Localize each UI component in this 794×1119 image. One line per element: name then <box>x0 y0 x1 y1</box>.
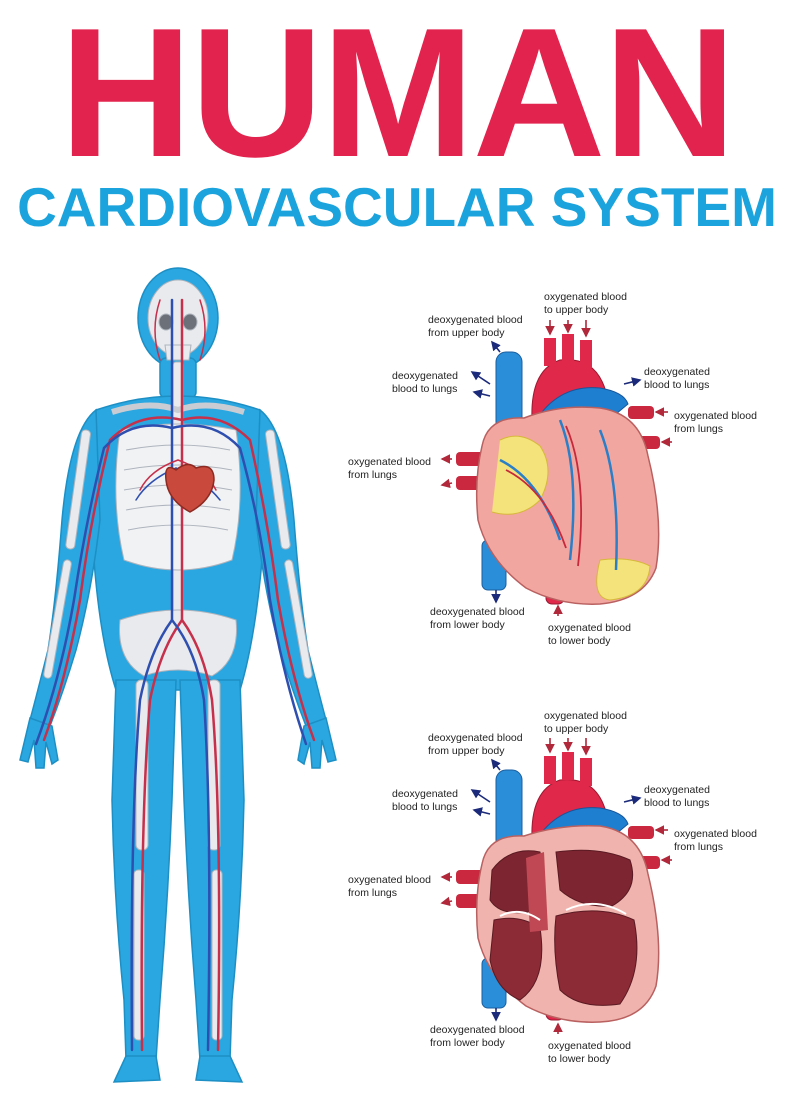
int-label-oxy-lower: oxygenated blood to lower body <box>548 1040 631 1066</box>
blood-vessels <box>34 298 316 1052</box>
label-line: oxygenated blood <box>348 874 431 886</box>
label-line: to upper body <box>544 304 609 316</box>
label-line: from lungs <box>674 423 724 435</box>
label-line: blood to lungs <box>644 379 710 391</box>
int-label-deoxy-upper: deoxygenated blood from upper body <box>428 732 523 758</box>
label-line: from lower body <box>430 619 505 631</box>
body-heart <box>164 463 215 513</box>
label-line: blood to lungs <box>392 383 458 395</box>
label-line: deoxygenated <box>392 788 458 800</box>
ext-label-oxy-lungs-left: oxygenated blood from lungs <box>348 456 431 482</box>
label-line: oxygenated blood <box>348 456 431 468</box>
exterior-heart-body <box>475 406 660 605</box>
label-line: deoxygenated blood <box>428 732 523 744</box>
int-label-oxy-upper: oxygenated blood to upper body <box>544 710 627 736</box>
label-line: oxygenated blood <box>544 710 627 722</box>
ext-label-deoxy-lower: deoxygenated blood from lower body <box>430 606 525 632</box>
label-line: deoxygenated <box>644 784 710 796</box>
label-line: oxygenated blood <box>674 410 757 422</box>
label-line: from upper body <box>428 745 505 757</box>
ext-label-oxy-upper: oxygenated blood to upper body <box>544 291 627 317</box>
label-line: deoxygenated blood <box>428 314 523 326</box>
ext-label-deoxy-lungs-left: deoxygenated blood to lungs <box>392 370 458 396</box>
interior-heart-body <box>475 824 660 1023</box>
label-line: oxygenated blood <box>674 828 757 840</box>
int-label-deoxy-lungs-right: deoxygenated blood to lungs <box>644 784 710 810</box>
label-line: blood to lungs <box>644 797 710 809</box>
label-line: deoxygenated <box>644 366 710 378</box>
label-line: oxygenated blood <box>548 622 631 634</box>
label-line: to lower body <box>548 635 611 647</box>
ext-label-oxy-lungs-right: oxygenated blood from lungs <box>674 410 757 436</box>
label-line: to lower body <box>548 1053 611 1065</box>
label-line: from lower body <box>430 1037 505 1049</box>
label-line: from lungs <box>348 887 398 899</box>
label-line: deoxygenated <box>392 370 458 382</box>
int-label-deoxy-lower: deoxygenated blood from lower body <box>430 1024 525 1050</box>
int-label-deoxy-lungs-left: deoxygenated blood to lungs <box>392 788 458 814</box>
ext-label-deoxy-lungs-right: deoxygenated blood to lungs <box>644 366 710 392</box>
poster-title: HUMAN <box>59 0 737 195</box>
label-line: blood to lungs <box>392 801 458 813</box>
label-line: deoxygenated blood <box>430 606 525 618</box>
label-line: from upper body <box>428 327 505 339</box>
exterior-flow-arrows <box>440 320 672 616</box>
interior-flow-arrows <box>440 738 672 1034</box>
label-line: from lungs <box>348 469 398 481</box>
label-line: oxygenated blood <box>548 1040 631 1052</box>
ext-label-oxy-lower: oxygenated blood to lower body <box>548 622 631 648</box>
poster-subtitle: CARDIOVASCULAR SYSTEM <box>17 176 777 238</box>
label-line: from lungs <box>674 841 724 853</box>
ext-label-deoxy-upper: deoxygenated blood from upper body <box>428 314 523 340</box>
label-line: oxygenated blood <box>544 291 627 303</box>
int-label-oxy-lungs-left: oxygenated blood from lungs <box>348 874 431 900</box>
label-line: deoxygenated blood <box>430 1024 525 1036</box>
int-label-oxy-lungs-right: oxygenated blood from lungs <box>674 828 757 854</box>
label-line: to upper body <box>544 723 609 735</box>
